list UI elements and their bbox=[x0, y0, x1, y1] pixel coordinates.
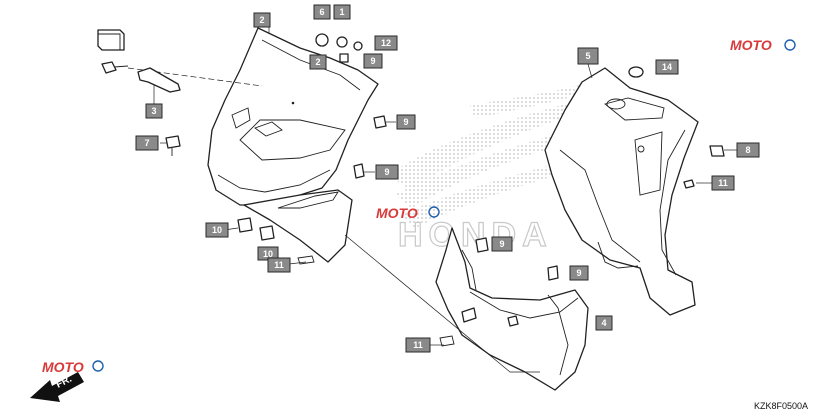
lower-fairing bbox=[435, 227, 589, 391]
svg-text:8: 8 bbox=[745, 145, 750, 155]
mounting-bracket bbox=[137, 67, 181, 93]
nut-icon bbox=[336, 36, 348, 48]
callout-11-left[interactable]: 11 bbox=[267, 257, 291, 273]
screw-icon bbox=[165, 135, 181, 156]
speed-nut-icon bbox=[475, 237, 489, 253]
callout-2[interactable]: 2 bbox=[253, 12, 271, 28]
callout-10[interactable]: 10 bbox=[205, 222, 229, 238]
callout-6[interactable]: 6 bbox=[313, 4, 331, 20]
fairing-tab bbox=[461, 307, 477, 323]
svg-text:9: 9 bbox=[403, 117, 408, 127]
svg-text:11: 11 bbox=[274, 260, 284, 270]
svg-text:5: 5 bbox=[585, 51, 590, 61]
svg-text:7: 7 bbox=[144, 138, 149, 148]
callout-9-center[interactable]: 9 bbox=[491, 236, 513, 252]
moto-watermark-bottom-left: MOTO bbox=[42, 359, 104, 375]
moto-watermark-center: MOTO bbox=[376, 205, 440, 221]
moto-watermark-top-right: MOTO bbox=[730, 37, 796, 53]
callout-4[interactable]: 4 bbox=[595, 315, 613, 331]
washer-icon bbox=[353, 41, 363, 51]
speed-nut-icon bbox=[373, 115, 387, 129]
callout-1[interactable]: 1 bbox=[333, 4, 351, 20]
svg-text:MOTO: MOTO bbox=[42, 359, 84, 375]
callout-12[interactable]: 12 bbox=[374, 35, 398, 51]
svg-text:9: 9 bbox=[370, 56, 375, 66]
front-cover bbox=[207, 27, 379, 263]
tapping-screw-icon bbox=[297, 255, 315, 265]
callout-9-mid[interactable]: 9 bbox=[375, 164, 399, 180]
callout-14[interactable]: 14 bbox=[655, 59, 679, 75]
tapping-screw-icon bbox=[439, 335, 455, 347]
callout-11-bottom[interactable]: 11 bbox=[405, 337, 431, 353]
fairing-tab bbox=[507, 315, 519, 327]
callout-9-top[interactable]: 9 bbox=[363, 53, 383, 69]
trim-clip-icon bbox=[237, 217, 253, 233]
callout-3[interactable]: 3 bbox=[145, 103, 163, 119]
rubber-grommet-icon bbox=[628, 66, 644, 78]
spare-part-box-icon bbox=[97, 29, 125, 51]
svg-text:10: 10 bbox=[263, 249, 273, 259]
svg-text:2: 2 bbox=[315, 57, 320, 67]
callout-8[interactable]: 8 bbox=[736, 142, 760, 158]
svg-text:11: 11 bbox=[413, 340, 423, 350]
svg-text:2: 2 bbox=[259, 15, 264, 25]
callout-9-mid-left[interactable]: 9 bbox=[396, 114, 416, 130]
svg-text:9: 9 bbox=[499, 239, 504, 249]
flange-bolt-icon bbox=[101, 61, 129, 74]
callout-5[interactable]: 5 bbox=[577, 47, 599, 65]
svg-text:9: 9 bbox=[576, 268, 581, 278]
tapping-screw-icon bbox=[683, 179, 695, 189]
grommet-icon bbox=[315, 33, 329, 47]
svg-text:14: 14 bbox=[662, 62, 672, 72]
svg-text:1: 1 bbox=[339, 7, 344, 17]
callout-2-lower[interactable]: 2 bbox=[309, 54, 327, 70]
trim-clip-icon bbox=[259, 225, 275, 241]
svg-text:3: 3 bbox=[151, 106, 156, 116]
svg-text:MOTO: MOTO bbox=[376, 205, 418, 221]
speed-nut-icon bbox=[353, 163, 365, 179]
svg-text:MOTO: MOTO bbox=[730, 37, 772, 53]
clip-nut-icon bbox=[339, 53, 349, 63]
callout-7[interactable]: 7 bbox=[135, 135, 159, 151]
svg-text:9: 9 bbox=[384, 167, 389, 177]
svg-text:11: 11 bbox=[718, 178, 728, 188]
svg-text:10: 10 bbox=[212, 225, 222, 235]
svg-text:6: 6 bbox=[319, 7, 324, 17]
speed-nut-icon bbox=[547, 265, 559, 281]
callout-11-right[interactable]: 11 bbox=[711, 175, 735, 191]
callouts: 2 6 1 12 2 9 3 7 bbox=[135, 4, 760, 353]
callout-9-right-lower[interactable]: 9 bbox=[569, 265, 589, 281]
hardware bbox=[97, 29, 725, 347]
honda-emblem-text: HONDA bbox=[398, 216, 553, 254]
diagram-code: KZK8F0500A bbox=[754, 401, 808, 411]
inner-cover bbox=[544, 67, 699, 316]
front-direction-arrow: FR. bbox=[30, 372, 84, 402]
hex-bolt-icon bbox=[709, 145, 725, 157]
svg-text:4: 4 bbox=[601, 318, 606, 328]
svg-text:12: 12 bbox=[381, 38, 391, 48]
